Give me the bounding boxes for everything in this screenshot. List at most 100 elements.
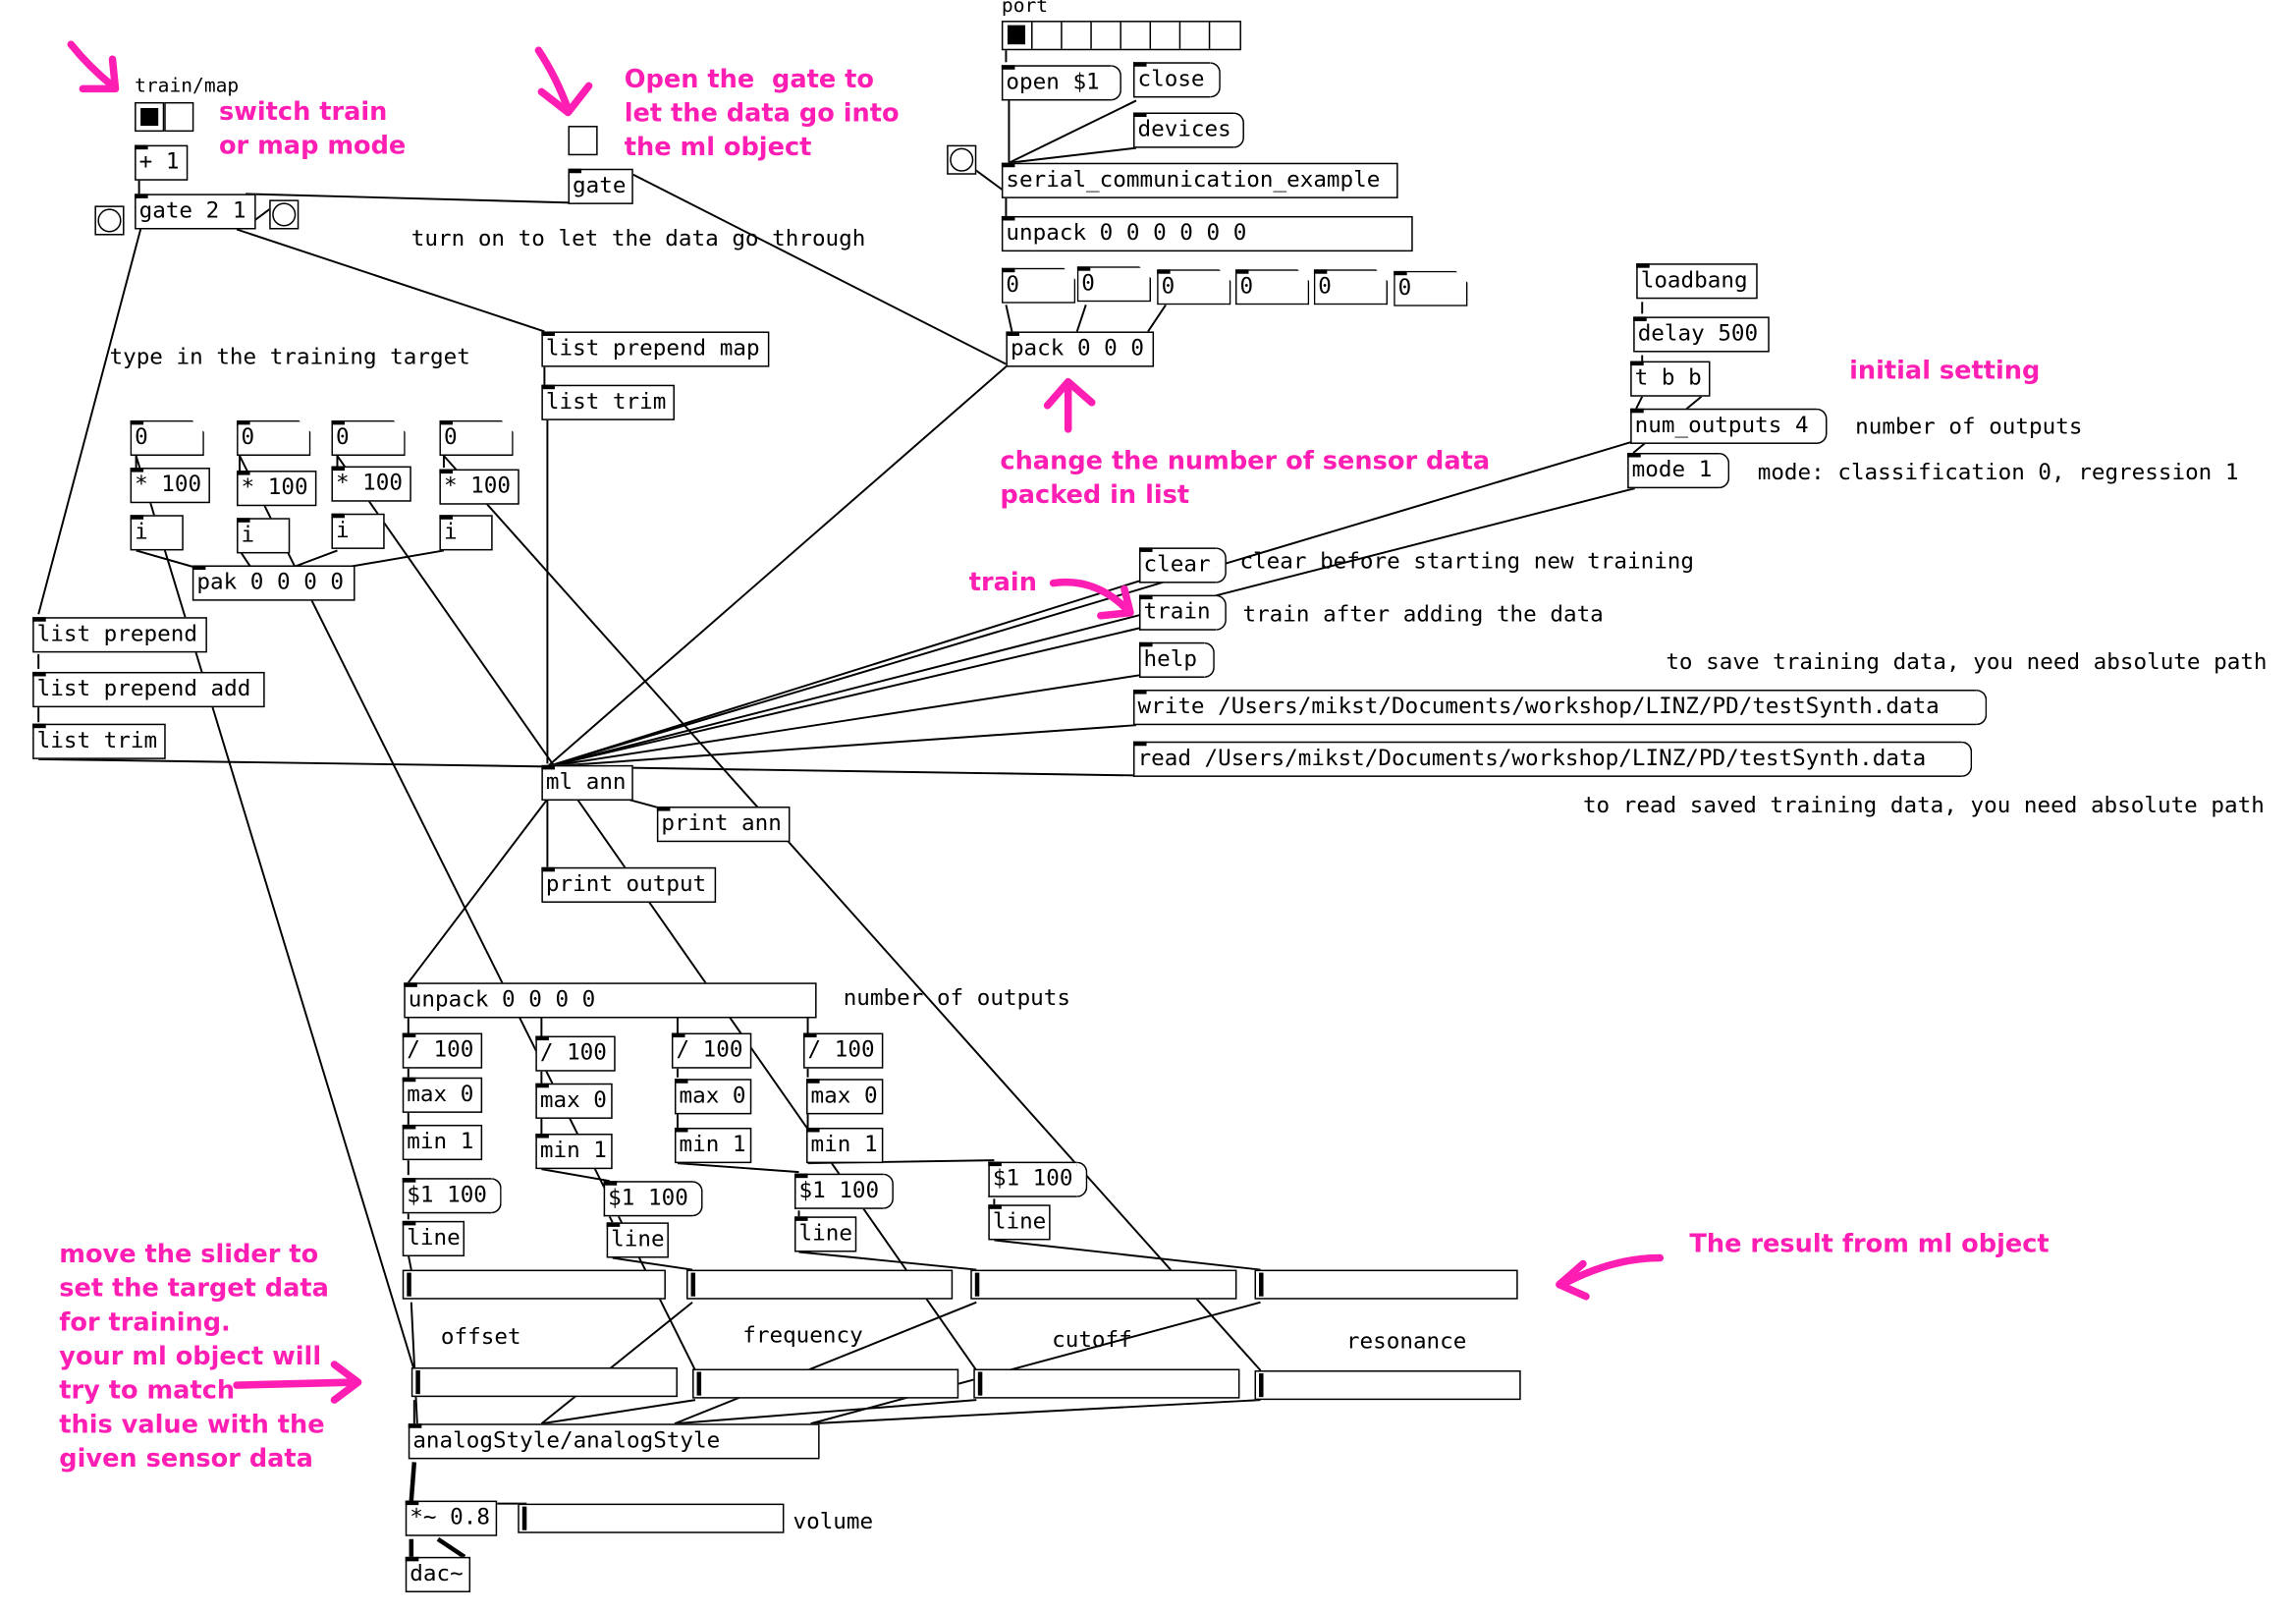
- ramp-message-1[interactable]: $1 100: [402, 1178, 502, 1214]
- ramp-message-3[interactable]: $1 100: [793, 1173, 894, 1209]
- divide-100-4[interactable]: / 100: [803, 1032, 884, 1069]
- sensor-number-4[interactable]: 0: [1235, 269, 1309, 305]
- list-trim-left-object[interactable]: list trim: [32, 723, 166, 759]
- help-message[interactable]: help: [1139, 641, 1215, 678]
- mode-message[interactable]: mode 1: [1627, 452, 1730, 489]
- sensor-number-3[interactable]: 0: [1157, 269, 1230, 305]
- clear-message[interactable]: clear: [1139, 547, 1227, 584]
- serial-bang[interactable]: [947, 144, 977, 175]
- gate-toggle[interactable]: [568, 126, 598, 156]
- result-slider-4[interactable]: [1254, 1269, 1518, 1300]
- result-annotation: The result from ml object: [1689, 1229, 2050, 1260]
- arrow-down-icon: [534, 46, 593, 117]
- min-1-3[interactable]: min 1: [674, 1127, 752, 1164]
- read-message[interactable]: read /Users/mikst/Documents/workshop/LIN…: [1132, 741, 1973, 777]
- int-2[interactable]: i: [237, 518, 291, 554]
- number-of-outputs-comment: number of outputs: [1855, 413, 2083, 440]
- ml-ann-object[interactable]: ml ann: [541, 764, 633, 802]
- ramp-message-4[interactable]: $1 100: [988, 1161, 1088, 1197]
- divide-100-2[interactable]: / 100: [535, 1035, 616, 1072]
- pak-0000-object[interactable]: pak 0 0 0 0: [191, 565, 355, 601]
- train-map-toggle-right[interactable]: [164, 101, 194, 133]
- ramp-message-2[interactable]: $1 100: [603, 1181, 703, 1217]
- cutoff-slider[interactable]: [973, 1368, 1240, 1399]
- line-2[interactable]: line: [606, 1222, 669, 1258]
- sensor-number-6[interactable]: 0: [1394, 271, 1467, 306]
- num-outputs-message[interactable]: num_outputs 4: [1630, 408, 1828, 444]
- target-number-1[interactable]: 0: [131, 420, 204, 456]
- max-0-1[interactable]: max 0: [402, 1077, 483, 1113]
- trigger-bang-bang-object[interactable]: t b b: [1630, 361, 1711, 397]
- divide-100-3[interactable]: / 100: [671, 1032, 752, 1069]
- target-number-4[interactable]: 0: [439, 420, 513, 456]
- unpack-6-object[interactable]: unpack 0 0 0 0 0 0: [1001, 215, 1413, 252]
- gate-object[interactable]: gate: [568, 168, 633, 204]
- line-1[interactable]: line: [402, 1220, 465, 1257]
- type-target-comment: type in the training target: [109, 343, 470, 370]
- frequency-label: frequency: [742, 1321, 863, 1349]
- analog-style-object[interactable]: analogStyle/analogStyle: [408, 1423, 820, 1460]
- initial-setting-annotation: initial setting: [1849, 357, 2041, 387]
- target-number-2[interactable]: 0: [237, 420, 310, 456]
- sensor-number-2[interactable]: 0: [1077, 266, 1151, 302]
- multiply-100-1[interactable]: * 100: [130, 468, 210, 504]
- int-1[interactable]: i: [130, 515, 184, 551]
- train-map-toggle[interactable]: [135, 101, 165, 133]
- int-3[interactable]: i: [331, 513, 385, 549]
- int-4[interactable]: i: [439, 515, 493, 551]
- line-3[interactable]: line: [793, 1216, 857, 1252]
- dac-object[interactable]: dac~: [405, 1556, 471, 1592]
- move-slider-annotation: move the slider to set the target data f…: [59, 1240, 329, 1474]
- signal-multiply-object[interactable]: *~ 0.8: [405, 1500, 498, 1536]
- close-message[interactable]: close: [1132, 62, 1221, 98]
- write-message[interactable]: write /Users/mikst/Documents/workshop/LI…: [1132, 690, 1988, 726]
- bang-right[interactable]: [269, 199, 300, 230]
- max-0-4[interactable]: max 0: [806, 1079, 884, 1115]
- result-slider-1[interactable]: [402, 1269, 666, 1300]
- multiply-100-2[interactable]: * 100: [237, 471, 317, 507]
- min-1-4[interactable]: min 1: [806, 1127, 884, 1164]
- list-prepend-map-object[interactable]: list prepend map: [541, 331, 770, 367]
- turn-on-comment: turn on to let the data go through: [410, 224, 866, 252]
- volume-slider[interactable]: [518, 1503, 785, 1533]
- loadbang-object[interactable]: loadbang: [1636, 263, 1758, 300]
- line-4[interactable]: line: [988, 1204, 1051, 1241]
- target-number-3[interactable]: 0: [331, 420, 405, 456]
- list-prepend-object[interactable]: list prepend: [32, 617, 207, 653]
- serial-communication-object[interactable]: serial_communication_example: [1001, 162, 1398, 198]
- gate-2-1-object[interactable]: gate 2 1: [135, 194, 256, 230]
- list-prepend-add-object[interactable]: list prepend add: [32, 671, 265, 708]
- print-output-object[interactable]: print output: [541, 866, 717, 903]
- devices-message[interactable]: devices: [1132, 112, 1244, 148]
- result-slider-3[interactable]: [970, 1269, 1237, 1300]
- sensor-number-1[interactable]: 0: [1002, 268, 1075, 304]
- multiply-100-4[interactable]: * 100: [439, 469, 519, 505]
- train-comment: train after adding the data: [1242, 600, 1604, 628]
- open-message[interactable]: open $1: [1001, 65, 1121, 101]
- bang-left[interactable]: [94, 205, 125, 236]
- min-1-1[interactable]: min 1: [402, 1124, 483, 1161]
- resonance-label: resonance: [1345, 1327, 1467, 1355]
- max-0-2[interactable]: max 0: [535, 1083, 613, 1119]
- offset-label: offset: [440, 1322, 521, 1350]
- mode-comment: mode: classification 0, regression 1: [1757, 459, 2239, 486]
- resonance-slider[interactable]: [1254, 1370, 1521, 1401]
- divide-100-1[interactable]: / 100: [402, 1032, 483, 1069]
- multiply-100-3[interactable]: * 100: [331, 466, 411, 502]
- port-radio[interactable]: [1001, 21, 1241, 51]
- frequency-slider[interactable]: [692, 1368, 959, 1399]
- unpack-4-object[interactable]: unpack 0 0 0 0: [404, 982, 817, 1019]
- switch-train-annotation: switch train or map mode: [218, 97, 407, 162]
- sensor-number-5[interactable]: 0: [1314, 269, 1388, 305]
- max-0-3[interactable]: max 0: [674, 1079, 752, 1115]
- open-gate-annotation: Open the gate to let the data go into th…: [624, 65, 900, 163]
- print-ann-object[interactable]: print ann: [656, 806, 791, 843]
- plus-one-object[interactable]: + 1: [135, 144, 189, 181]
- offset-slider[interactable]: [410, 1367, 678, 1398]
- result-slider-2[interactable]: [686, 1269, 954, 1300]
- min-1-2[interactable]: min 1: [535, 1133, 613, 1170]
- list-trim-top-object[interactable]: list trim: [541, 384, 675, 420]
- train-message[interactable]: train: [1139, 594, 1227, 631]
- delay-500-object[interactable]: delay 500: [1633, 316, 1770, 353]
- pack-000-object[interactable]: pack 0 0 0: [1006, 331, 1155, 367]
